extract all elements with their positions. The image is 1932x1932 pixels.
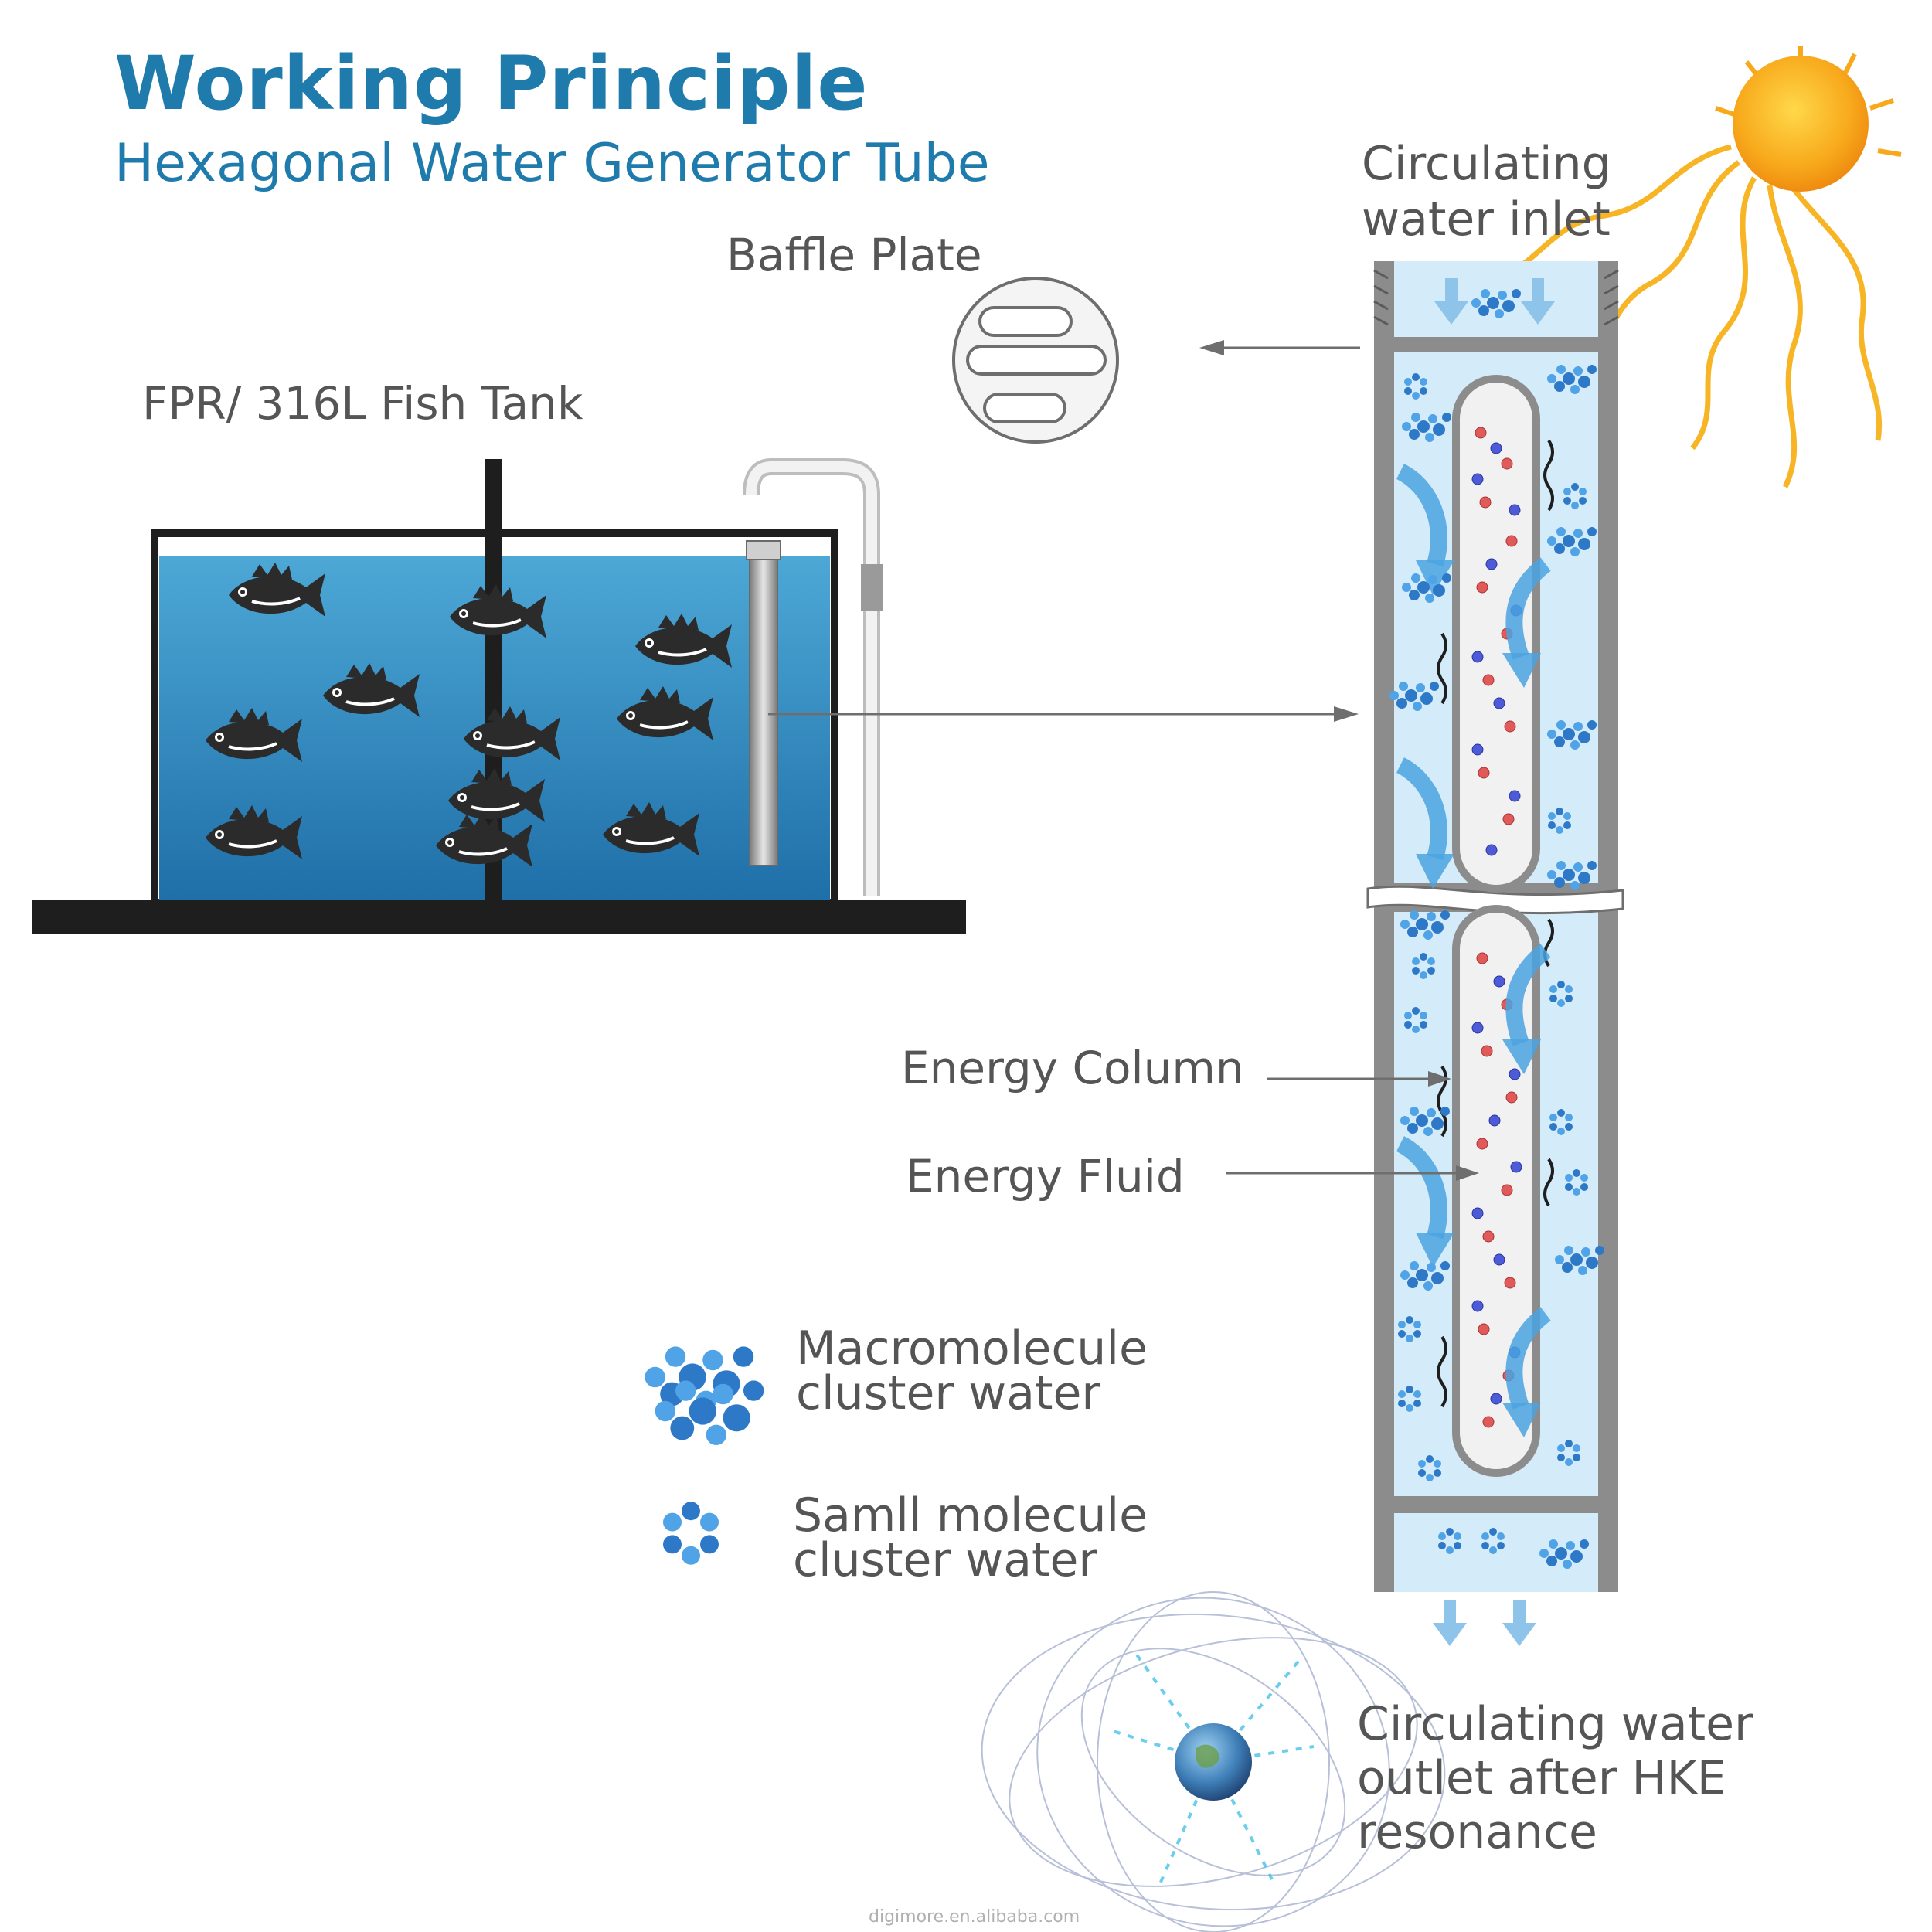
tank-pointer-arrow	[768, 706, 1359, 722]
page-subtitle: Hexagonal Water Generator Tube	[114, 133, 990, 194]
flow-arrow-icon-right	[1505, 557, 1551, 1410]
fish-tank-label: FPR/ 316L Fish Tank	[142, 377, 583, 430]
generator-tube	[1366, 261, 1624, 1646]
small-molecule-cluster-legend-icon	[663, 1502, 719, 1565]
fish-tank	[32, 458, 966, 934]
baffle-plate-label: Baffle Plate	[726, 229, 982, 281]
earth-icon	[981, 1591, 1446, 1932]
small-molecule-legend-label: Samll molecule cluster water	[793, 1488, 1148, 1587]
page-title: Working Principle	[114, 40, 869, 127]
outlet-arrow-icon	[1433, 1600, 1536, 1646]
energy-fluid-label: Energy Fluid	[906, 1150, 1185, 1202]
inlet-label: Circulating water inlet	[1362, 137, 1611, 247]
energy-fluid-particles	[1471, 427, 1522, 1428]
baffle-pointer-arrow	[1199, 340, 1360, 355]
energy-fluid-pointer	[1226, 1165, 1479, 1181]
outlet-label: Circulating water outlet after HKE reson…	[1357, 1697, 1753, 1859]
macromolecule-cluster-legend-icon	[645, 1346, 764, 1445]
macromolecule-legend-label: Macromolecule cluster water	[796, 1321, 1148, 1420]
energy-column-pointer	[1267, 1071, 1451, 1087]
baffle-plate-icon	[952, 277, 1119, 444]
watermark: digimore.en.alibaba.com	[869, 1907, 1080, 1927]
sun-icon	[1498, 46, 1902, 488]
energy-column-label: Energy Column	[901, 1042, 1244, 1094]
